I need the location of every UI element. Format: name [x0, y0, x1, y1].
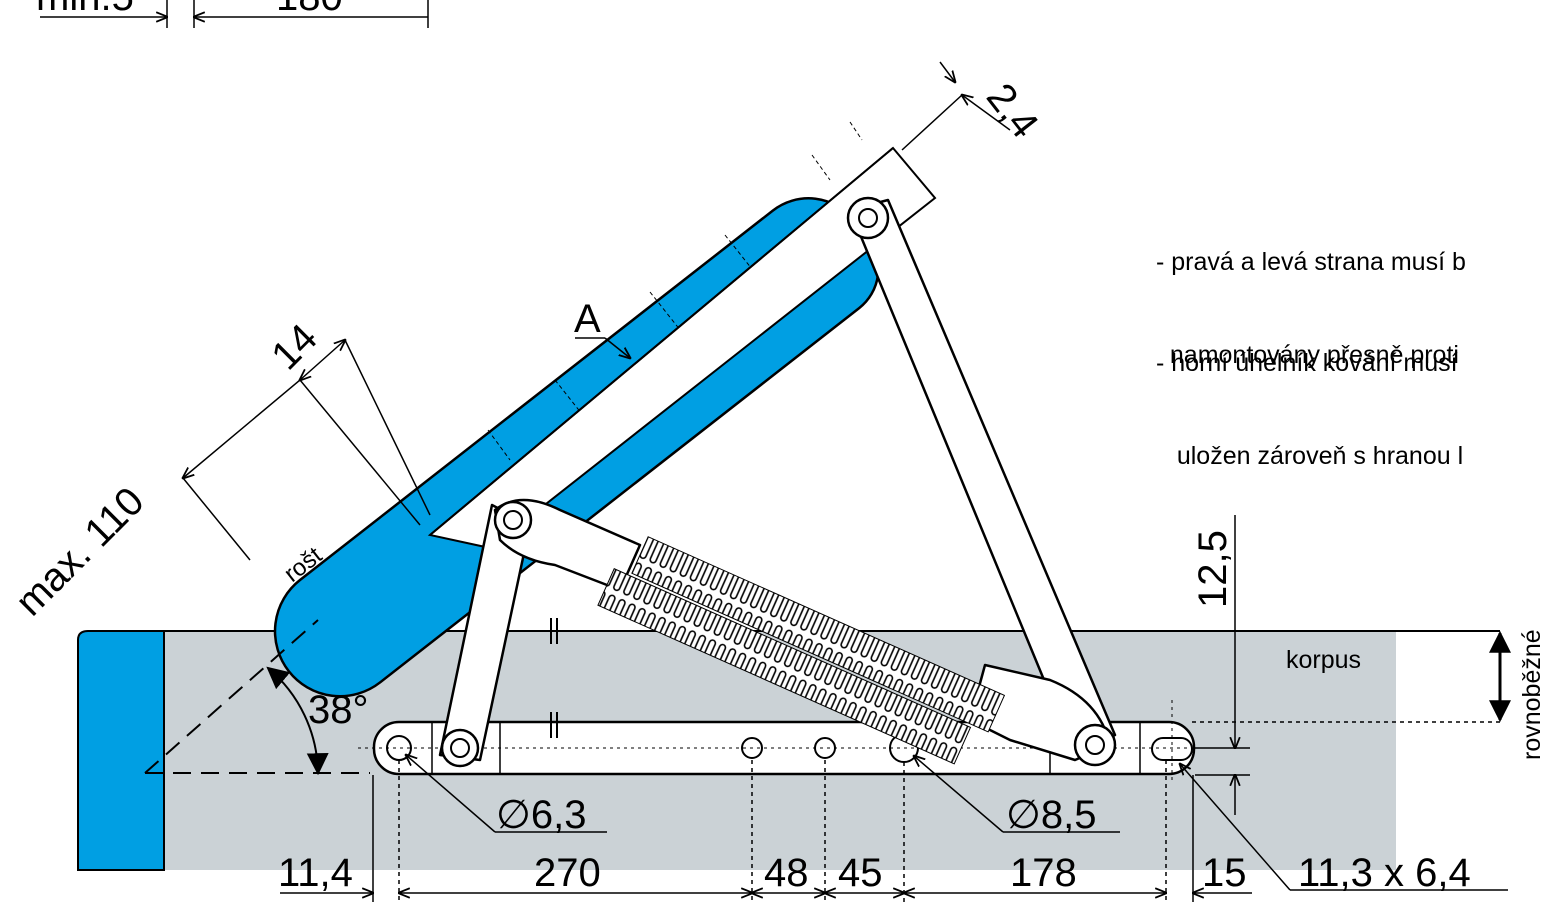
dim-slot: 11,3 x 6,4 — [1298, 851, 1471, 895]
dim-hole-6-3: ∅6,3 — [496, 793, 586, 837]
dim-min5: min.5 — [36, 0, 134, 19]
dim-180: 180 — [276, 0, 343, 19]
dimension-lines — [40, 0, 1511, 902]
upper-bracket — [427, 146, 937, 550]
note-2: - horní úhelník kování musí uložen zárov… — [1156, 286, 1463, 503]
dim-14: 14 — [263, 316, 326, 379]
hole-rail-2 — [814, 737, 836, 759]
dim-48: 48 — [764, 851, 809, 895]
label-angle: 38° — [308, 688, 369, 732]
dim-270: 270 — [534, 851, 601, 895]
dim-45: 45 — [838, 851, 883, 895]
label-rovnobezne: rovnoběžné — [1518, 629, 1546, 760]
angle-construction — [144, 619, 370, 776]
dim-178: 178 — [1010, 851, 1077, 895]
spring-lower — [597, 568, 972, 765]
dim-12-5: 12,5 — [1191, 530, 1235, 608]
label-detail-a: A — [574, 297, 601, 341]
dim-15: 15 — [1202, 851, 1247, 895]
label-korpus: korpus — [1286, 646, 1361, 674]
note-1-line-2: namontovány přesně proti — [1156, 341, 1459, 369]
dim-max110: max. 110 — [7, 479, 152, 624]
spring-assembly — [493, 498, 1117, 767]
note-1-line-1: - pravá a levá strana musí b — [1156, 248, 1466, 276]
long-link-arm — [846, 196, 1117, 757]
note-2-line-1: - horní úhelník kování musí — [1156, 349, 1458, 377]
dim-hole-8-5: ∅8,5 — [1006, 793, 1096, 837]
parallel-marks — [550, 618, 558, 738]
dim-11-4: 11,4 — [278, 851, 353, 895]
spring-upper — [631, 536, 1006, 733]
note-2-line-2: uložen zároveň s hranou l — [1156, 442, 1464, 470]
note-1: - pravá a levá strana musí b namontovány… — [1156, 185, 1466, 402]
dim-2-4: 2,4 — [978, 75, 1047, 146]
cabinet-side-panel — [77, 630, 165, 871]
